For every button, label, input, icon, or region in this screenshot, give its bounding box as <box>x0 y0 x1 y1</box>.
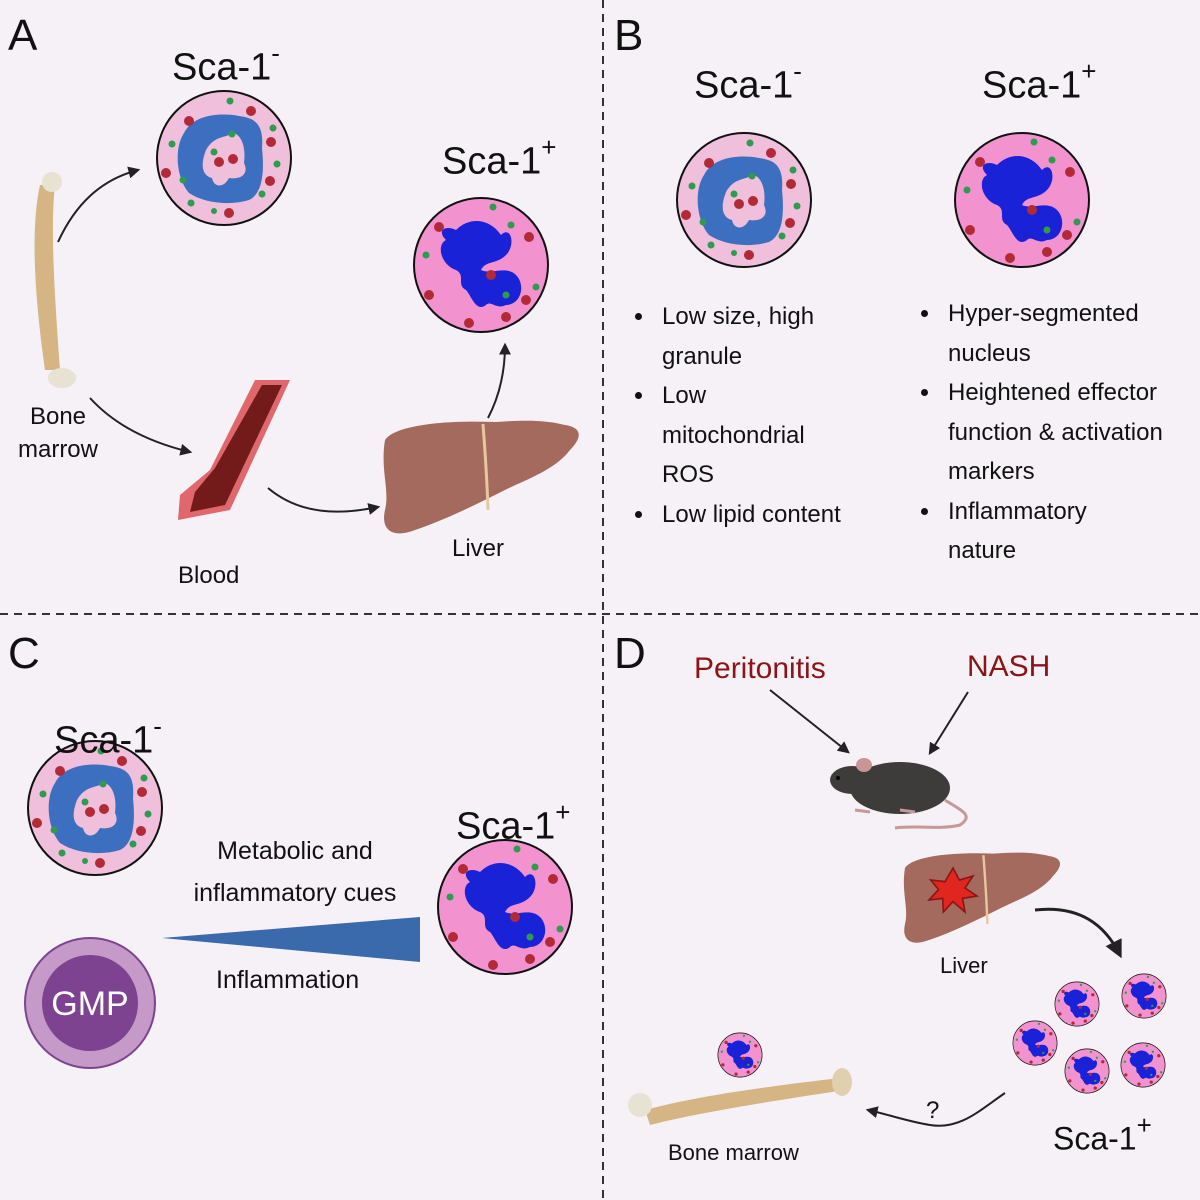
arrow-peritonitis-to-mouse <box>769 689 850 754</box>
marker-name: Sca-1 <box>172 46 272 89</box>
panel-b-sca-pos-label: Sca-1+ <box>982 56 1096 108</box>
gmp-label: GMP <box>51 985 129 1023</box>
bone-marrow-line: Bone <box>29 403 87 430</box>
marker-sign: - <box>271 38 280 68</box>
nash-label: NASH <box>967 650 1051 683</box>
trait-item: Low lipid content <box>656 495 866 535</box>
neutrophil-cluster-cell <box>1064 1048 1110 1094</box>
arrow-return-to-bone-marrow <box>865 1092 1006 1127</box>
arrow-nash-to-mouse <box>928 691 969 756</box>
panel-a-sca-pos-label: Sca-1+ <box>442 132 556 184</box>
panel-c-sca-pos-label: Sca-1+ <box>456 797 570 849</box>
mouse-icon <box>830 758 968 830</box>
panel-a-sca-pos-cell <box>413 197 549 333</box>
panel-b-sca-neg-label: Sca-1- <box>694 56 802 108</box>
panel-a-liver-label: Liver <box>452 535 505 562</box>
trait-item: Low size, high granule <box>656 297 866 376</box>
arrow-bone-to-blood <box>89 397 193 456</box>
neutrophil-cluster-cell <box>1121 973 1167 1019</box>
marker-name: Sca-1 <box>1053 1120 1137 1157</box>
marker-sign: - <box>793 56 802 86</box>
bone-marrow-line: marrow <box>17 436 98 463</box>
panel-a-sca-neg-cell <box>156 90 292 226</box>
panel-d-sca-pos-label: Sca-1+ <box>1053 1110 1152 1158</box>
marker-sign: + <box>1081 56 1097 86</box>
bone-marrow-neutrophil-cell <box>717 1032 763 1078</box>
arrow-liver-to-neutrophils <box>1034 907 1122 959</box>
arrow-bone-to-sca-neg <box>57 166 141 243</box>
marker-name: Sca-1 <box>694 64 794 107</box>
panel-c-sca-pos-cell <box>437 839 573 975</box>
panel-letter-b: B <box>614 11 644 60</box>
trait-item: Low mitochondrial ROS <box>656 376 812 495</box>
trait-item: Hyper-segmented nucleus <box>942 294 1200 373</box>
peritonitis-label: Peritonitis <box>694 652 826 685</box>
marker-name: Sca-1 <box>982 64 1082 107</box>
cues-line: inflammatory cues <box>193 879 397 907</box>
marker-sign: - <box>153 711 162 741</box>
panel-a-bone-marrow-label: Bone marrow <box>8 400 108 466</box>
marker-sign: + <box>555 797 571 827</box>
marker-sign: + <box>1136 1110 1152 1140</box>
cues-label: Metabolic and inflammatory cues <box>160 830 430 914</box>
panel-letter-c: C <box>8 629 40 678</box>
trait-item: Inflammatory nature <box>942 492 1118 571</box>
marker-name: Sca-1 <box>54 719 154 762</box>
trait-item: Heightened effector function & activatio… <box>942 373 1200 492</box>
panel-b-sca-pos-cell <box>954 132 1090 268</box>
panel-d-liver-icon <box>902 851 1062 944</box>
sca-neg-traits-list: Low size, high granule Low mitochondrial… <box>622 297 866 534</box>
panel-letter-a: A <box>8 11 38 60</box>
panel-letter-d: D <box>614 629 646 678</box>
inflammation-gradient-wedge <box>162 917 420 962</box>
panel-a-liver-icon <box>382 419 581 535</box>
panel-a-blood-label: Blood <box>178 562 240 589</box>
neutrophil-cluster-cell <box>1054 981 1100 1027</box>
inflammation-label: Inflammation <box>216 966 360 994</box>
cues-line: Metabolic and <box>217 837 373 865</box>
marker-name: Sca-1 <box>442 140 542 183</box>
panel-a-sca-neg-label: Sca-1- <box>172 38 280 90</box>
panel-d-bone-icon <box>628 1068 852 1125</box>
arrow-liver-to-sca-pos <box>487 342 511 419</box>
sca-pos-traits-list: Hyper-segmented nucleus Heightened effec… <box>908 294 1200 571</box>
marker-name: Sca-1 <box>456 805 556 848</box>
neutrophil-cluster-cell <box>1120 1042 1166 1088</box>
question-mark-label: ? <box>926 1097 940 1124</box>
panel-d-bone-marrow-label: Bone marrow <box>668 1140 799 1165</box>
arrow-blood-to-liver <box>267 487 381 515</box>
panel-a-bone-icon <box>34 172 76 388</box>
neutrophil-cluster-cell <box>1012 1020 1058 1066</box>
gmp-cell-icon <box>24 937 156 1069</box>
panel-c-sca-neg-label: Sca-1- <box>54 711 162 763</box>
panel-d-liver-label: Liver <box>940 953 988 978</box>
blood-vessel-icon <box>178 380 290 520</box>
marker-sign: + <box>541 132 557 162</box>
panel-b-sca-neg-cell <box>676 132 812 268</box>
